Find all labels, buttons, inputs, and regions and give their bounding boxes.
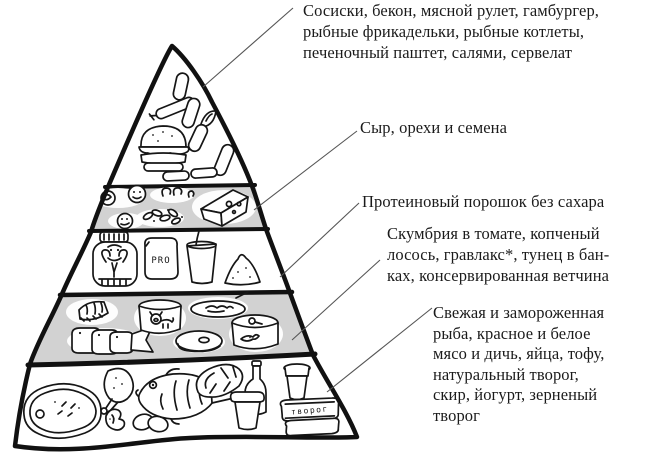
callout-tier-3-label: Протеиновый порошок без сахара [362,191,604,212]
callout-line: Сыр, орехи и семена [360,118,508,137]
leader-line-tier-5 [326,307,433,393]
ham-slice-icon [175,330,223,353]
smoked-fish-icon [78,300,109,322]
leader-line-tier-4 [291,259,381,341]
callout-line: Скумбрия в томате, копченый [387,224,600,243]
coffee-cup-icon [283,363,311,401]
seeds-icon [142,208,183,225]
yogurt-cup-icon [229,391,265,431]
sausages-icon [148,72,235,177]
callout-tier-5-label: Свежая и замороженная рыба, красное и бе… [433,303,604,426]
tier-separator-2 [87,227,270,233]
canned-ham-icon [138,299,182,335]
callout-tier-2-label: Сыр, орехи и семена [360,117,507,138]
callout-line: творог [433,405,481,425]
callout-line: ках, консервированная ветчина [387,266,610,285]
powder-pile-icon [224,253,261,286]
pro-tub-label: PRO [151,256,170,266]
callout-line: мясо и дичь, яйца, тофу, [433,344,605,363]
leader-line-tier-2 [253,130,358,211]
callout-line: рыбные фрикадельки, рыбные котлеты, [303,22,585,41]
tier-separator-4 [25,351,318,368]
leader-line-tier-3 [279,202,360,278]
tier-separator-3 [57,289,295,298]
cheese-wedge-icon [200,189,249,227]
callout-line: лосось, гравлакс*, тунец в бан- [387,245,610,264]
cashews-icon [161,187,195,198]
callout-line: рыба, красное и белое [433,323,591,343]
chicken-wing-icon [105,408,126,431]
callout-line: Сосиски, бекон, мясной рулет, гамбургер, [303,1,600,20]
sprats-plate-icon [190,291,249,318]
drumstick-icon [100,367,135,418]
protein-jar-icon [92,231,138,287]
callout-line: натуральный творог, [433,364,579,384]
salmon-steak-icon [195,363,244,398]
eggs-icon [132,413,169,433]
tuna-can-icon [231,314,279,350]
steak-icon [22,382,102,440]
cottage-cheese-pack-icon: творог [279,397,340,437]
sausage-links-icon [162,167,218,182]
cottage-cheese-pack-label: творог [291,404,330,416]
callout-line: печеночный паштет, салями, сервелат [303,43,573,62]
pyramid-outline [12,43,360,452]
shaker-cup-icon [186,230,217,285]
pro-tub-icon: PRO [144,237,179,280]
leader-line-tier-1 [202,7,294,88]
callout-tier-1-label: Сосиски, бекон, мясной рулет, гамбургер,… [303,0,599,63]
tier-separator-1 [103,183,257,189]
callout-line: Протеиновый порошок без сахара [362,192,605,211]
callout-line: Свежая и замороженная [433,303,605,322]
callout-tier-4-label: Скумбрия в томате, копченый лосось, грав… [387,223,609,286]
small-fish-icon [71,326,154,355]
hamburger-icon [138,125,190,172]
callout-line: скир, йогурт, зерненый [433,385,598,404]
